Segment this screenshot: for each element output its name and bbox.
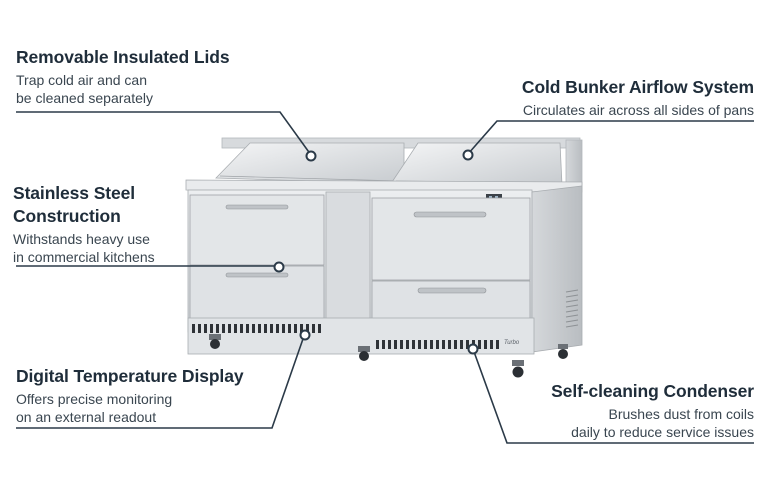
callout-airflow: Cold Bunker Airflow System Circulates ai… (522, 76, 754, 119)
grille-slat (442, 340, 445, 349)
callout-condenser-title: Self-cleaning Condenser (551, 381, 754, 401)
callout-condenser: Self-cleaning Condenser Brushes dust fro… (551, 380, 754, 441)
grille-slat (466, 340, 469, 349)
leader-lids (16, 111, 312, 156)
grille-slat (210, 324, 213, 333)
grille-slat (240, 324, 243, 333)
grille-slat (258, 324, 261, 333)
callout-lids-line2: be cleaned separately (16, 90, 153, 106)
grille-slat (382, 340, 385, 349)
callout-display-line2: on an external readout (16, 409, 157, 425)
grille-slat (300, 324, 303, 333)
callout-steel-title-line2: Construction (13, 206, 121, 226)
grille-slat (376, 340, 379, 349)
grille-slat (394, 340, 397, 349)
grille-slat (252, 324, 255, 333)
digital-display (486, 194, 502, 200)
grille-slat (490, 340, 493, 349)
callout-steel: Stainless Steel Construction Withstands … (13, 182, 155, 266)
drawer-top-right (371, 197, 531, 281)
grille-slat (460, 340, 463, 349)
leader-display (16, 335, 305, 429)
grille-slat (448, 340, 451, 349)
callout-steel-title-line1: Stainless Steel (13, 183, 136, 203)
grille-slat (204, 324, 207, 333)
brand-badge: Turbo (504, 340, 520, 346)
callout-steel-title: Stainless Steel Construction (13, 182, 155, 228)
caster-front-right (512, 360, 524, 378)
grille-slat (270, 324, 273, 333)
grille-slat (216, 324, 219, 333)
grille-slat (264, 324, 267, 333)
callout-steel-line1: Withstands heavy use (13, 231, 150, 247)
callout-display: Digital Temperature Display Offers preci… (16, 365, 244, 426)
grille-slat (288, 324, 291, 333)
grille-slat (234, 324, 237, 333)
grille-slat (388, 340, 391, 349)
grille-slat (484, 340, 487, 349)
callout-airflow-title: Cold Bunker Airflow System (521, 77, 754, 97)
grille-slat (430, 340, 433, 349)
leader-condenser (472, 348, 754, 444)
casters (209, 334, 568, 378)
grille-slat (294, 324, 297, 333)
marker-condenser (467, 343, 479, 355)
grille-slat (312, 324, 315, 333)
grille-slat (276, 324, 279, 333)
right-lid (391, 142, 563, 186)
callout-condenser-line2: daily to reduce service issues (571, 424, 754, 440)
grille-slat (478, 340, 481, 349)
grille-slat (424, 340, 427, 349)
leader-airflow (467, 120, 754, 155)
marker-display (299, 329, 311, 341)
grille-slat (454, 340, 457, 349)
callout-lids-line1: Trap cold air and can (16, 72, 147, 88)
grille-slat (436, 340, 439, 349)
caster-front-left (209, 334, 221, 349)
callout-steel-line2: in commercial kitchens (13, 249, 155, 265)
callout-display-line1: Offers precise monitoring (16, 391, 173, 407)
marker-lids (305, 150, 317, 162)
leader-lines (16, 111, 754, 444)
grille-slat (192, 324, 195, 333)
caster-back-right (558, 344, 568, 359)
callout-lids-title: Removable Insulated Lids (16, 47, 230, 67)
caster-front-middle (358, 346, 370, 361)
callout-airflow-line1: Circulates air across all sides of pans (522, 102, 754, 118)
grille-slat (222, 324, 225, 333)
callout-display-title: Digital Temperature Display (16, 366, 244, 386)
grille-slat (246, 324, 249, 333)
callout-lids: Removable Insulated Lids Trap cold air a… (16, 46, 230, 107)
grille-slat (282, 324, 285, 333)
marker-airflow (462, 149, 474, 161)
callout-condenser-line1: Brushes dust from coils (608, 406, 755, 422)
grille-slat (418, 340, 421, 349)
drawer-top-left (189, 194, 325, 266)
left-lid (215, 142, 405, 185)
grille-slat (318, 324, 321, 333)
grille-slat (406, 340, 409, 349)
grille-slat (306, 324, 309, 333)
marker-steel (273, 261, 285, 273)
grille-slat (412, 340, 415, 349)
grille-slat (400, 340, 403, 349)
grille-slat (198, 324, 201, 333)
grille-slat (228, 324, 231, 333)
grille-slat (496, 340, 499, 349)
side-vent (565, 289, 579, 328)
